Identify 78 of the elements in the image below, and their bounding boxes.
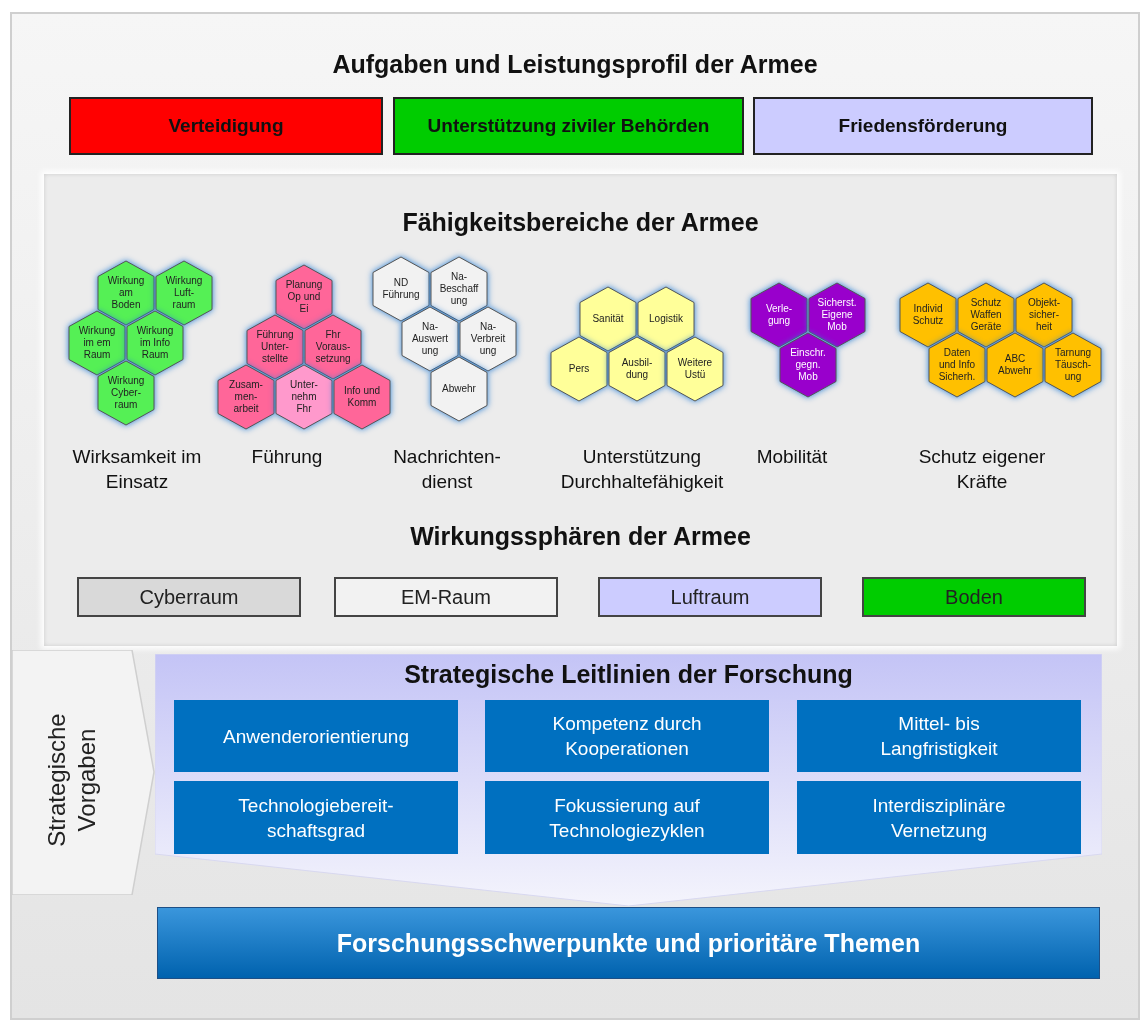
hexagon-label: Wirkung Luft- raum bbox=[164, 275, 204, 311]
capability-hexagon bbox=[750, 282, 808, 348]
hexagon-label: Fhr Voraus- setzung bbox=[314, 329, 352, 365]
outer-panel bbox=[10, 12, 1140, 1020]
hexagon-label: Zusam- men- arbeit bbox=[228, 379, 264, 415]
hexagon-label: Pers bbox=[567, 363, 591, 375]
capability-hexagon bbox=[68, 310, 126, 376]
chevron-label: Strategische Vorgaben bbox=[42, 712, 101, 849]
capability-panel bbox=[44, 174, 1117, 646]
hexagon-label: Wirkung Cyber- raum bbox=[106, 375, 146, 411]
capability-hexagon bbox=[608, 336, 666, 402]
research-focus-bar: Forschungsschwerpunkte und prioritäre Themen bbox=[157, 907, 1100, 979]
capability-hexagon bbox=[550, 336, 608, 402]
hexagon-label: Unter- nehm Fhr bbox=[289, 379, 319, 415]
hexagon-label: Weitere Ustü bbox=[676, 357, 714, 381]
hexagon-label: Abwehr bbox=[441, 383, 477, 395]
capability-hexagon bbox=[986, 332, 1044, 398]
hexagon-label: Sanität bbox=[591, 313, 625, 325]
guideline-box: Technologiebereit- schaftsgrad bbox=[174, 781, 458, 854]
hexagon-label: Tarnung Täusch- ung bbox=[1053, 347, 1093, 383]
hexagon-label: Einschr. gegn. Mob bbox=[789, 347, 827, 383]
capability-hexagon bbox=[579, 286, 637, 352]
category-caption: Unterstützung Durchhaltefähigkeit bbox=[559, 445, 725, 494]
section-heading: Wirkungssphären der Armee bbox=[409, 524, 752, 549]
capability-hexagon bbox=[97, 360, 155, 426]
hexagon-label: ABC Abwehr bbox=[997, 353, 1033, 377]
guideline-box: Mittel- bis Langfristigkeit bbox=[797, 700, 1081, 772]
hexagon-label: Verle- gung bbox=[764, 303, 794, 327]
capability-hexagon bbox=[459, 306, 517, 372]
hexagon-label: Logistik bbox=[648, 313, 684, 325]
category-caption: Wirksamkeit im Einsatz bbox=[71, 445, 203, 494]
hexagon-label: Individ Schutz bbox=[911, 303, 945, 327]
hexagon-label: Führung Unter- stellte bbox=[255, 329, 295, 365]
category-caption: Nachrichten- dienst bbox=[392, 445, 502, 494]
capability-hexagon bbox=[372, 256, 430, 322]
capability-hexagon bbox=[928, 332, 986, 398]
guideline-box: Kompetenz durch Kooperationen bbox=[485, 700, 769, 772]
capability-hexagon bbox=[275, 364, 333, 430]
capability-hexagon bbox=[1044, 332, 1102, 398]
hexagon-label: Wirkung am Boden bbox=[106, 275, 146, 311]
hexagon-label: Na- Verbreit ung bbox=[469, 321, 507, 357]
hexagon-label: Na- Auswert ung bbox=[410, 321, 450, 357]
capability-hexagon bbox=[637, 286, 695, 352]
panel-heading: Fähigkeitsbereiche der Armee bbox=[401, 208, 760, 237]
hexagon-label: Wirkung im em Raum bbox=[77, 325, 117, 361]
capability-hexagon bbox=[126, 310, 184, 376]
category-caption: Schutz eigener Kräfte bbox=[917, 445, 1047, 494]
strategy-chevron bbox=[12, 650, 155, 895]
capability-hexagon bbox=[401, 306, 459, 372]
guideline-panel bbox=[155, 654, 1102, 906]
guideline-box: Fokussierung auf Technologiezyklen bbox=[485, 781, 769, 854]
hexagon-label: Info und Komm bbox=[342, 385, 382, 409]
mission-box: Friedensförderung bbox=[753, 97, 1093, 155]
panel-heading: Aufgaben und Leistungsprofil der Armee bbox=[331, 50, 819, 79]
hexagon-label: Sicherst. Eigene Mob bbox=[816, 297, 858, 333]
capability-hexagon bbox=[430, 356, 488, 422]
panel-heading: Strategische Leitlinien der Forschung bbox=[403, 660, 854, 689]
capability-hexagon bbox=[808, 282, 866, 348]
guideline-box: Interdisziplinäre Vernetzung bbox=[797, 781, 1081, 854]
mission-box: Verteidigung bbox=[69, 97, 383, 155]
capability-hexagon bbox=[666, 336, 724, 402]
capability-hexagon bbox=[217, 364, 275, 430]
capability-hexagon bbox=[899, 282, 957, 348]
category-caption: Führung bbox=[250, 445, 324, 469]
capability-hexagon bbox=[779, 332, 837, 398]
hexagon-label: Daten und Info Sicherh. bbox=[937, 347, 977, 383]
hexagon-label: Ausbil- dung bbox=[620, 357, 654, 381]
hexagon-label: Schutz Waffen Geräte bbox=[969, 297, 1003, 333]
hexagon-label: Planung Op und Ei bbox=[284, 279, 324, 315]
guideline-box: Anwenderorientierung bbox=[174, 700, 458, 772]
capability-hexagon bbox=[155, 260, 213, 326]
mission-box: Unterstützung ziviler Behörden bbox=[393, 97, 744, 155]
hexagon-label: Wirkung im Info Raum bbox=[135, 325, 175, 361]
hexagon-label: Na- Beschaff ung bbox=[438, 271, 480, 307]
capability-hexagon bbox=[333, 364, 391, 430]
hexagon-label: Objekt- sicher- heit bbox=[1026, 297, 1062, 333]
hexagon-label: ND Führung bbox=[381, 277, 421, 301]
category-caption: Mobilität bbox=[755, 445, 829, 469]
